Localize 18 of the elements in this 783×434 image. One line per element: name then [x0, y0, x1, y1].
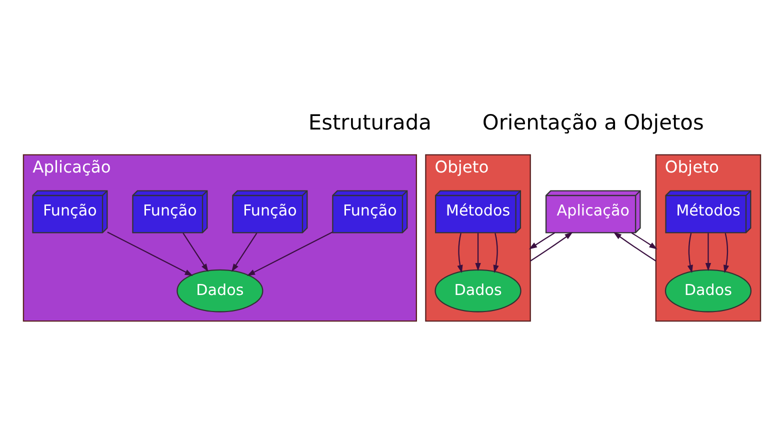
- arrow: [106, 232, 192, 276]
- arrow: [246, 232, 332, 276]
- arrow: [182, 232, 208, 272]
- node-ellipse: Dados: [664, 269, 752, 312]
- arrow: [704, 233, 711, 272]
- arrow: [456, 232, 462, 274]
- arrow: [612, 232, 656, 262]
- node-ellipse: Dados: [434, 269, 521, 312]
- label: Orientação a Objetos: [482, 110, 704, 135]
- arrow: [474, 233, 480, 272]
- arrow: [528, 232, 554, 250]
- arrow: [231, 232, 257, 272]
- label: Estruturada: [308, 110, 431, 135]
- arrow: [686, 232, 692, 274]
- arrow: [630, 232, 657, 250]
- arrow: [530, 232, 572, 262]
- arrow: [492, 232, 498, 274]
- arrow: [722, 232, 729, 274]
